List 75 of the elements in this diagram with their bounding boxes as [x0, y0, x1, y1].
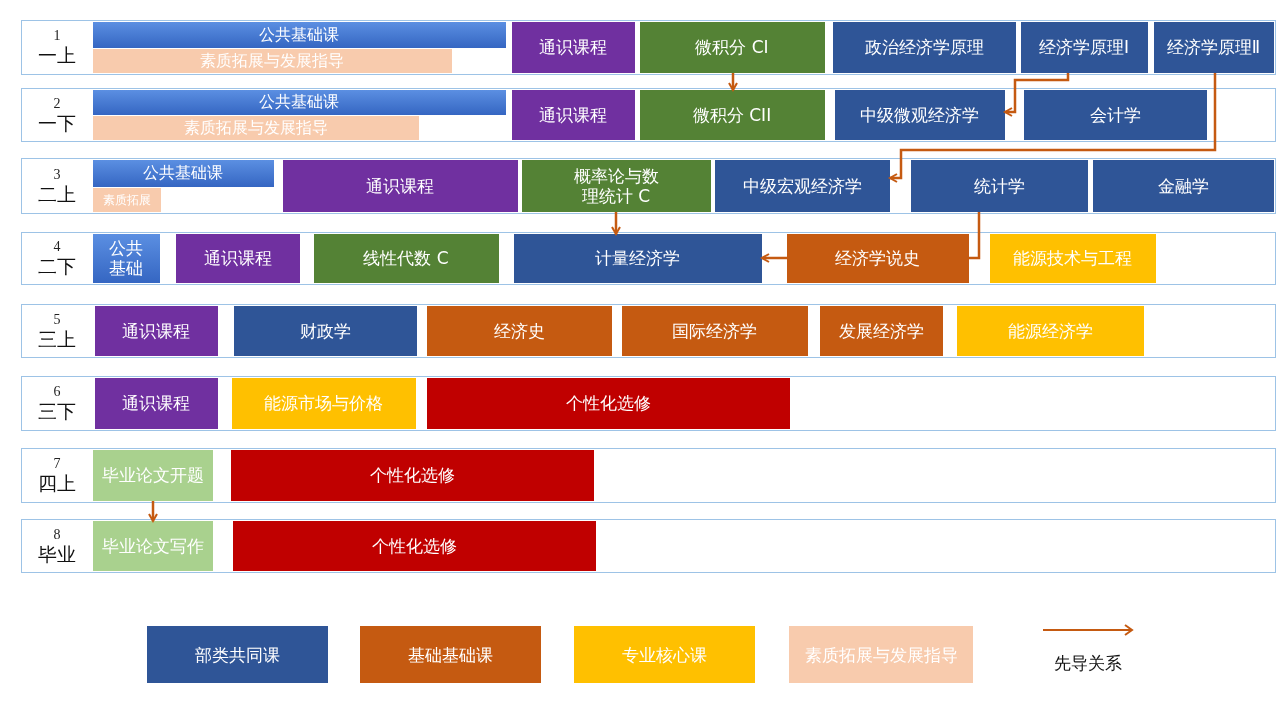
legend-key: 基础基础课 — [360, 626, 541, 683]
course-box: 发展经济学 — [819, 305, 943, 356]
course-box: 中级微观经济学 — [834, 89, 1005, 140]
course-box: 通识课程 — [511, 21, 635, 73]
course-box: 通识课程 — [94, 377, 218, 429]
course-box: 个性化选修 — [426, 377, 790, 429]
semester-label: 四上 — [38, 472, 76, 495]
course-box: 金融学 — [1092, 159, 1274, 212]
semester-row — [21, 88, 1276, 142]
course-box: 公共基础课 — [92, 21, 506, 48]
course-box: 线性代数 C — [313, 233, 499, 283]
course-box: 个性化选修 — [230, 449, 594, 501]
semester-number: 7 — [53, 456, 61, 472]
semester-number: 3 — [53, 166, 61, 183]
course-box: 公共基础 — [92, 233, 160, 283]
course-box: 通识课程 — [282, 159, 518, 212]
arrow — [1004, 73, 1070, 117]
course-box: 国际经济学 — [621, 305, 808, 356]
course-box: 能源市场与价格 — [231, 377, 416, 429]
arrow — [761, 253, 787, 263]
course-box: 能源经济学 — [956, 305, 1144, 356]
semester-row — [21, 448, 1276, 503]
semester-label: 二上 — [38, 182, 76, 206]
semester-number: 8 — [53, 526, 61, 543]
semester-label: 一上 — [38, 44, 76, 67]
course-box: 毕业论文写作 — [92, 520, 213, 571]
course-box: 会计学 — [1023, 89, 1207, 140]
semester-row — [21, 304, 1276, 358]
semester-row — [21, 158, 1276, 214]
course-box: 财政学 — [233, 305, 417, 356]
course-box: 微积分 CII — [639, 89, 825, 140]
semester-number: 4 — [53, 239, 61, 255]
course-box: 经济学原理Ⅱ — [1153, 21, 1274, 73]
legend-key: 专业核心课 — [574, 626, 755, 683]
legend-key: 部类共同课 — [147, 626, 328, 683]
course-box: 通识课程 — [511, 89, 635, 140]
connector-line — [969, 212, 981, 260]
course-box: 公共基础课 — [92, 89, 506, 115]
legend-key: 素质拓展与发展指导 — [789, 626, 973, 683]
arrow — [611, 212, 621, 235]
course-box: 政治经济学原理 — [832, 21, 1016, 73]
arrow — [889, 73, 1217, 183]
semester-label: 一下 — [38, 111, 76, 135]
course-box: 素质拓展与发展指导 — [92, 115, 419, 140]
course-box: 微积分 CI — [639, 21, 825, 73]
course-box: 计量经济学 — [513, 233, 762, 283]
course-box: 通识课程 — [94, 305, 218, 356]
semester-label: 三上 — [38, 327, 76, 351]
course-box: 中级宏观经济学 — [714, 159, 890, 212]
semester-number: 6 — [53, 384, 61, 400]
course-box: 能源技术与工程 — [989, 233, 1156, 283]
course-box: 个性化选修 — [232, 520, 596, 571]
course-box: 素质拓展 — [92, 187, 161, 212]
course-box: 经济史 — [426, 305, 612, 356]
course-box: 经济学原理Ⅰ — [1020, 21, 1148, 73]
course-box: 公共基础课 — [92, 159, 274, 187]
course-box: 素质拓展与发展指导 — [92, 48, 452, 73]
semester-row — [21, 20, 1276, 75]
course-box: 通识课程 — [175, 233, 300, 283]
semester-number: 5 — [53, 311, 61, 328]
semester-row — [21, 232, 1276, 285]
arrow — [728, 73, 738, 91]
semester-row — [21, 376, 1276, 431]
legend-label: 先导关系 — [1053, 651, 1123, 675]
arrow — [148, 501, 158, 522]
course-box: 统计学 — [910, 159, 1088, 212]
semester-number: 1 — [53, 28, 61, 44]
semester-label: 毕业 — [38, 542, 76, 566]
semester-row — [21, 519, 1276, 573]
course-box: 毕业论文开题 — [92, 449, 213, 501]
course-box: 经济学说史 — [786, 233, 969, 283]
semester-label: 三下 — [38, 400, 76, 423]
semester-number: 2 — [53, 95, 61, 112]
course-box: 概率论与数理统计 C — [521, 159, 711, 212]
semester-label: 二下 — [38, 255, 76, 278]
